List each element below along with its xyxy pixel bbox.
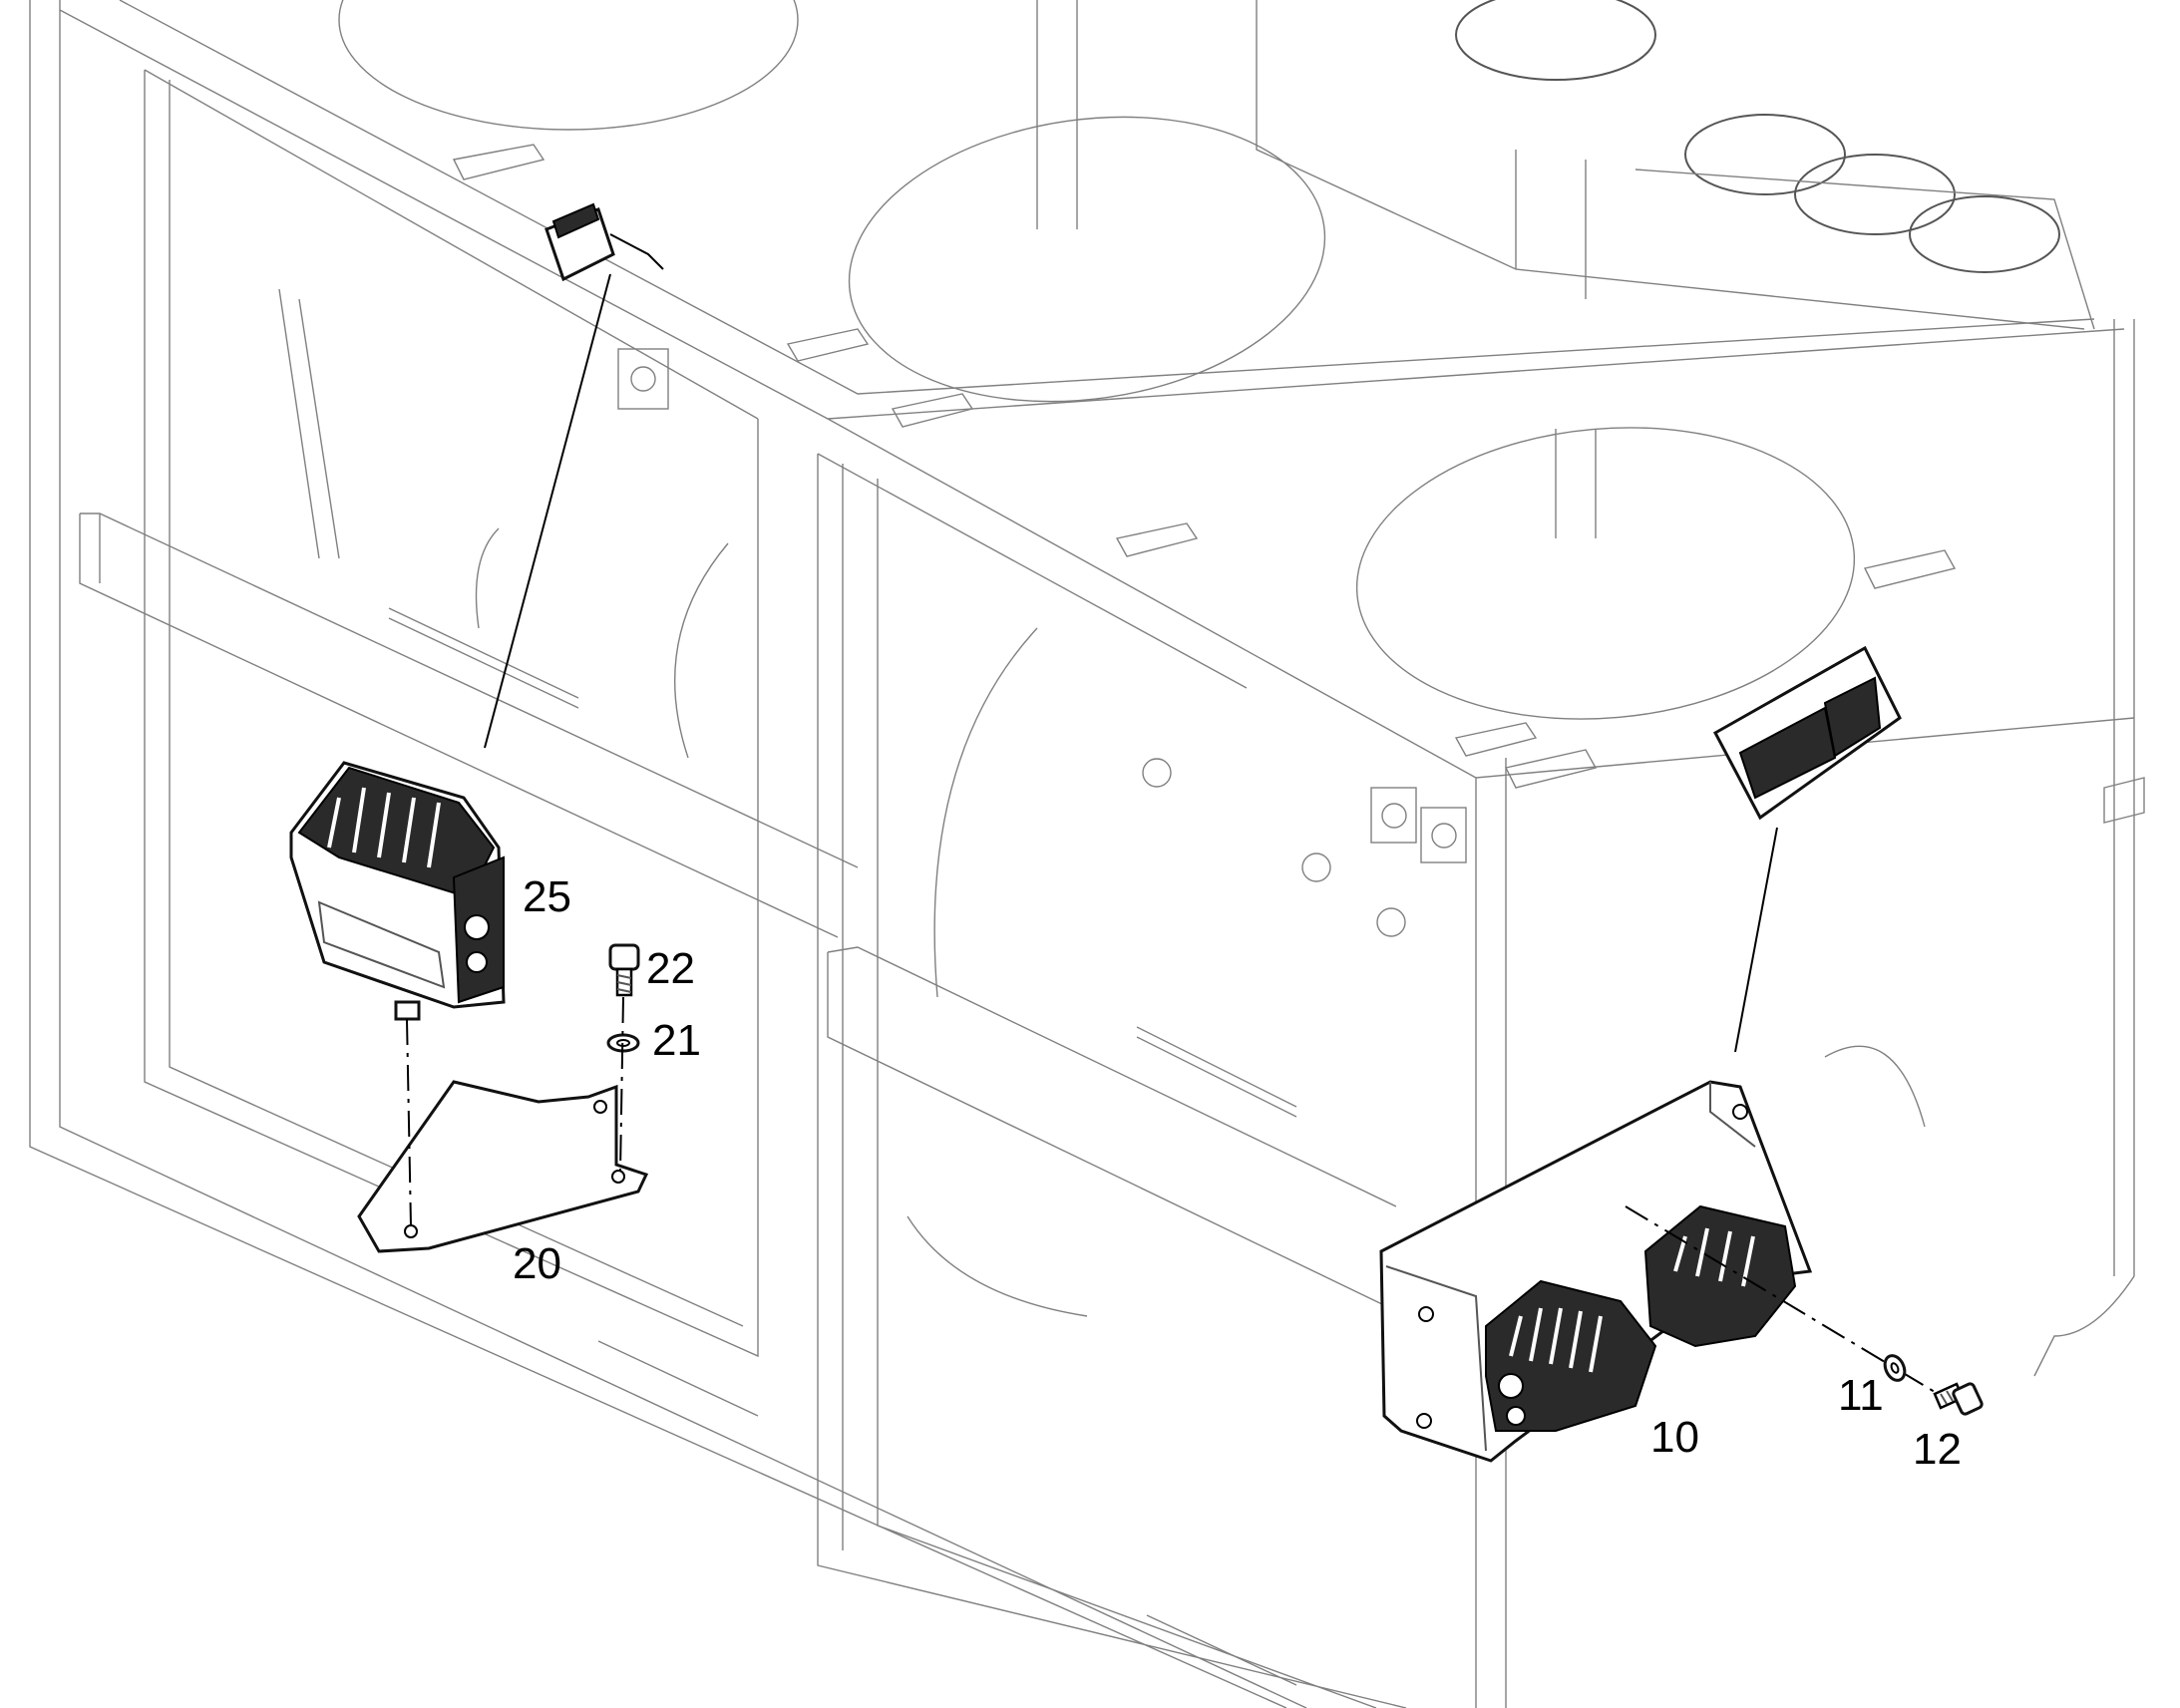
machine-frame: [29, 0, 2145, 1708]
item-22-screw: [608, 943, 640, 997]
callout-label-20: 20: [513, 1239, 561, 1288]
item-25-work-light: [289, 761, 506, 1021]
callout-label-11: 11: [1838, 1371, 1884, 1420]
item-11-washer: [1883, 1354, 1907, 1382]
callout-label-25: 25: [523, 872, 571, 921]
callout-label-22: 22: [646, 944, 695, 993]
item-20-mounting-plate: [357, 1080, 649, 1253]
leader-line-25: [484, 273, 611, 749]
leader-line-10: [1734, 827, 1778, 1053]
centerline-light-to-plate: [406, 1018, 412, 1227]
mounted-work-light-upper: [545, 202, 664, 282]
mounted-light-bracket-right: [1712, 645, 1902, 821]
centerline-bracket-to-bolt: [1625, 1205, 1951, 1402]
callout-label-12: 12: [1913, 1425, 1962, 1474]
callout-label-10: 10: [1650, 1413, 1699, 1462]
centerline-screw-to-plate: [619, 996, 624, 1173]
callout-label-21: 21: [652, 1016, 701, 1065]
item-10-light-bracket-assembly: [1379, 1080, 1813, 1463]
item-12-bolt: [1933, 1382, 1984, 1416]
